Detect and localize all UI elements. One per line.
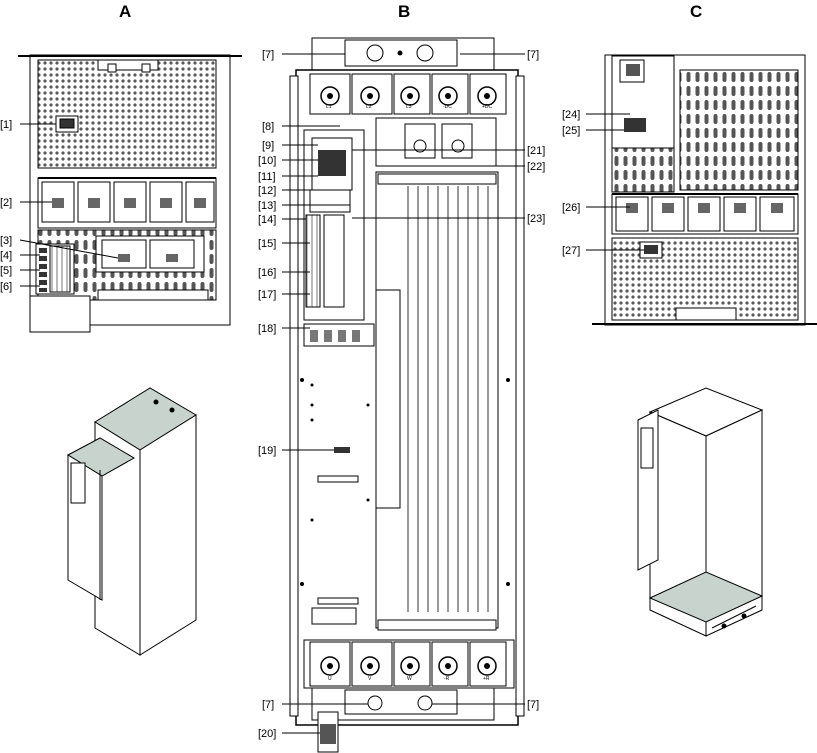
terminal-label-top: L3 [406, 104, 412, 110]
terminal-label-top: L2 [366, 104, 372, 110]
terminal-label-bottom: -R [444, 676, 450, 682]
callout-3: [3] [0, 235, 12, 247]
callout-11: [11] [258, 171, 276, 183]
terminal-label-top: -DC [443, 104, 452, 110]
callout-7: [7] [262, 49, 274, 61]
callout-19: [19] [258, 445, 276, 457]
callout-22: [22] [527, 161, 545, 173]
panel-a-callouts: [1] [2] [3] [4] [5] [6] [0, 119, 12, 293]
callout-1: [1] [0, 119, 12, 131]
panel-b-callouts: [7] [7] [8] [9] [10] [11] [12] [13] [14]… [258, 49, 545, 740]
callout-2: [2] [0, 197, 12, 209]
callout-23: [23] [527, 213, 545, 225]
callout-25: [25] [562, 125, 580, 137]
callout-12: [12] [258, 185, 276, 197]
panel-c-title: C [690, 2, 703, 21]
callout-9: [9] [262, 140, 274, 152]
callout-7: [7] [262, 699, 274, 711]
panel-b-drawing [282, 37, 525, 753]
callout-4: [4] [0, 250, 12, 262]
callout-15: [15] [258, 238, 276, 250]
callout-7: [7] [527, 699, 539, 711]
panel-a-iso-view [66, 387, 197, 656]
callout-6: [6] [0, 281, 12, 293]
terminal-label-bottom: W [407, 676, 412, 682]
panel-c-iso-view [637, 387, 764, 637]
callout-13: [13] [258, 200, 276, 212]
panel-a-drawing [18, 54, 242, 333]
callout-16: [16] [258, 267, 276, 279]
callout-24: [24] [562, 109, 580, 121]
callout-20: [20] [258, 728, 276, 740]
terminal-label-top: L1 [326, 104, 332, 110]
panel-b-terminal-labels: L1 L2 L3 -DC +DC U V W -R +R [326, 104, 493, 682]
callout-14: [14] [258, 214, 276, 226]
panel-c-drawing [586, 54, 817, 326]
callout-26: [26] [562, 202, 580, 214]
callout-8: [8] [262, 121, 274, 133]
callout-21: [21] [527, 145, 545, 157]
terminal-label-bottom: V [368, 676, 372, 682]
callout-5: [5] [0, 265, 12, 277]
terminal-label-top: +DC [482, 104, 493, 110]
callout-18: [18] [258, 323, 276, 335]
callout-7: [7] [527, 49, 539, 61]
panel-b-title: B [398, 2, 411, 21]
callout-17: [17] [258, 289, 276, 301]
terminal-label-bottom: +R [483, 676, 490, 682]
callout-10: [10] [258, 155, 276, 167]
terminal-label-bottom: U [328, 676, 332, 682]
panel-a-title: A [119, 2, 132, 21]
panel-c-callouts: [24] [25] [26] [27] [562, 109, 580, 257]
callout-27: [27] [562, 245, 580, 257]
